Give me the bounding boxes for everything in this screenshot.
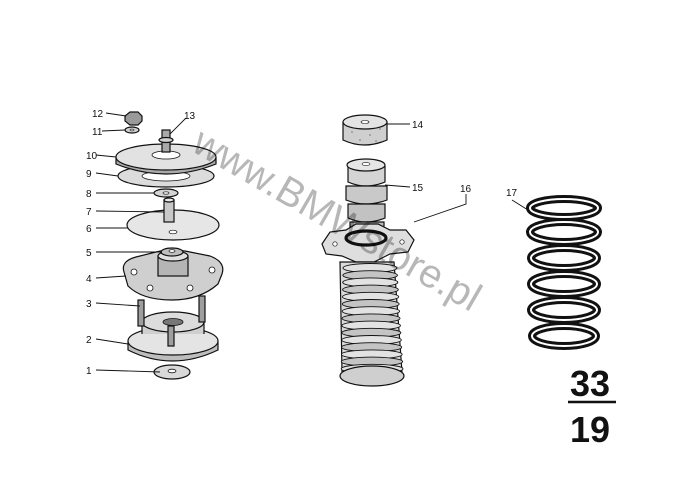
part-12-nut xyxy=(124,111,143,126)
callout-14: 14 xyxy=(412,120,424,131)
spring-coil-highlight xyxy=(530,299,598,321)
part-16-boot-cap xyxy=(321,223,415,263)
callout-4: 4 xyxy=(86,274,92,285)
callout-1: 1 xyxy=(86,366,92,377)
part-7-sleeve xyxy=(163,197,175,223)
part-14-rubber-block xyxy=(342,114,388,146)
callout-11: 11 xyxy=(92,127,103,138)
part-5-bushing xyxy=(160,247,184,257)
spring-coil-highlight xyxy=(529,221,599,243)
callout-6: 6 xyxy=(86,224,92,235)
callout-16: 16 xyxy=(460,184,472,195)
part-10-top-plate xyxy=(115,143,217,175)
group-number-top: 33 xyxy=(570,363,610,404)
watermark-text: www.BMWstore.pl xyxy=(185,119,489,320)
part-11-washer xyxy=(124,126,140,134)
leader-lines xyxy=(95,112,529,373)
dust-boot-bellows xyxy=(339,261,405,387)
strut-mount-assembly xyxy=(115,111,224,380)
callout-2: 2 xyxy=(86,335,92,346)
part-3-stud-bolts xyxy=(137,295,206,347)
spring-coil-highlight xyxy=(531,325,597,347)
callout-9: 9 xyxy=(86,169,92,180)
callout-7: 7 xyxy=(86,207,92,218)
spring-coil-highlight xyxy=(529,198,599,218)
callout-labels: 1 2 3 4 5 6 7 8 9 10 11 12 13 14 15 16 1… xyxy=(86,109,518,377)
callout-8: 8 xyxy=(86,189,92,200)
part-13-stud xyxy=(158,129,174,153)
part-8-washer xyxy=(153,188,179,198)
part-17-coil-spring xyxy=(526,195,602,350)
callout-15: 15 xyxy=(412,183,424,194)
callout-17: 17 xyxy=(506,188,518,199)
spring-coil-highlight xyxy=(530,273,598,295)
callout-12: 12 xyxy=(92,109,104,120)
bellows-ribs xyxy=(340,263,404,374)
callout-10: 10 xyxy=(86,151,98,162)
group-number: 33 19 xyxy=(568,363,616,450)
spring-coil-highlight xyxy=(530,247,598,269)
part-1-washer xyxy=(153,364,191,380)
group-number-bottom: 19 xyxy=(570,409,610,450)
callout-13: 13 xyxy=(184,111,196,122)
callout-5: 5 xyxy=(86,248,92,259)
boot-assembly xyxy=(321,114,415,387)
callout-3: 3 xyxy=(86,299,92,310)
part-4-mount-flange xyxy=(122,249,224,301)
